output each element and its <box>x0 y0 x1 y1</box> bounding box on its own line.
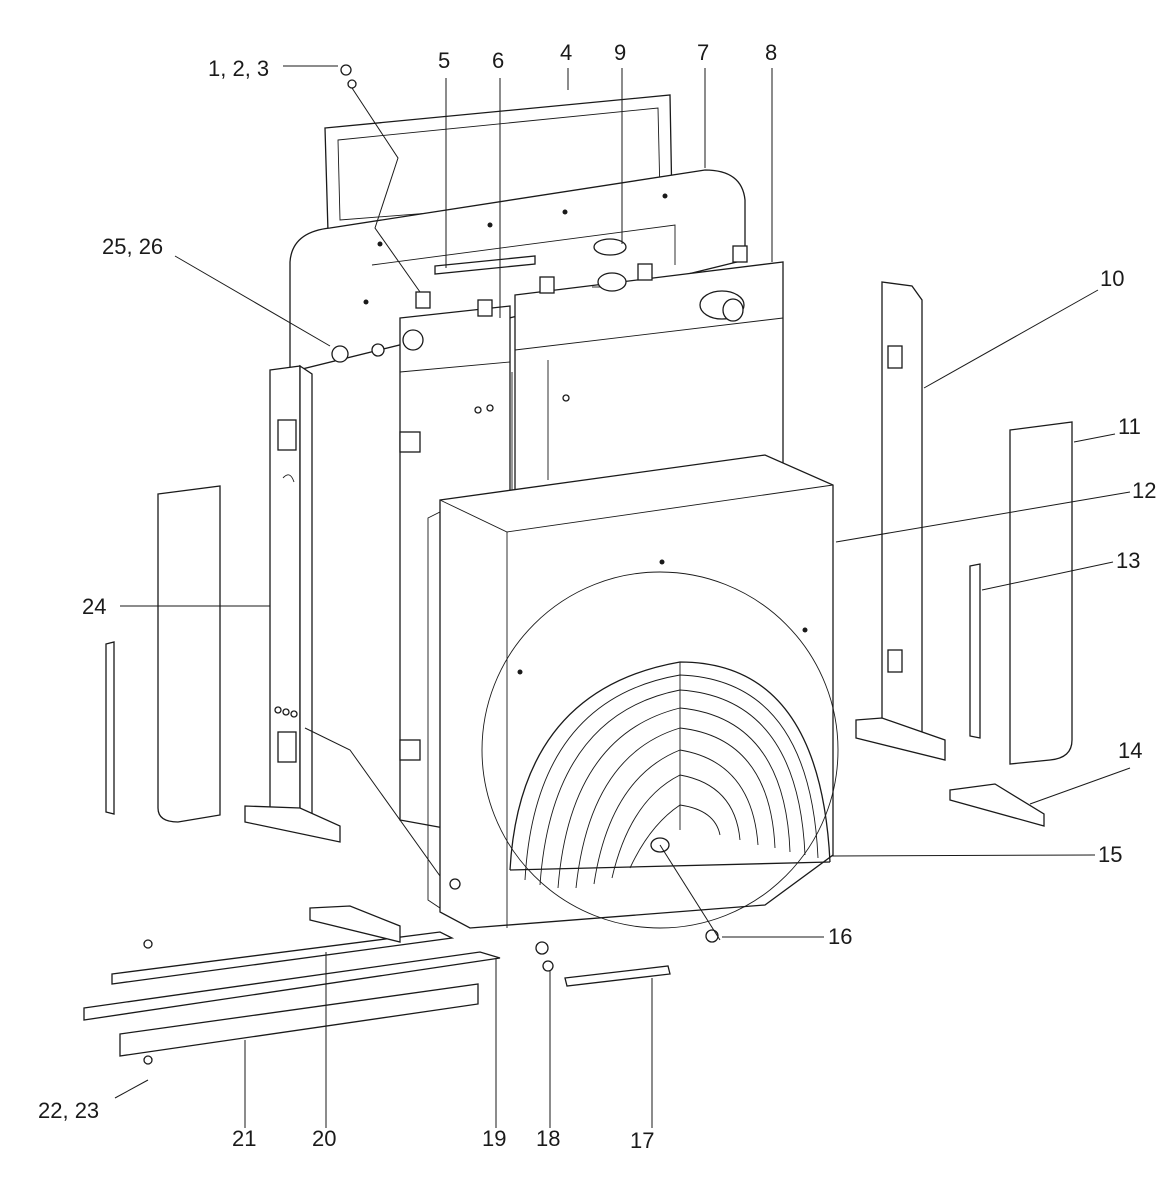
callout-14: 14 <box>1118 738 1142 763</box>
upright-part-10 <box>855 281 946 761</box>
callout-8: 8 <box>765 40 777 65</box>
callout-1-2-3: 1, 2, 3 <box>208 56 269 81</box>
callout-16: 16 <box>828 924 852 949</box>
tube-part-5 <box>434 255 536 275</box>
pad-part-14 <box>949 783 1045 827</box>
callout-19: 19 <box>482 1126 506 1151</box>
callout-20: 20 <box>312 1126 336 1151</box>
upright-part-24 <box>244 364 341 843</box>
callout-24: 24 <box>82 594 106 619</box>
callout-15: 15 <box>1098 842 1122 867</box>
fan-guard-part-15 <box>509 661 831 889</box>
callout-21: 21 <box>232 1126 256 1151</box>
callout-11: 11 <box>1118 414 1141 439</box>
left-cover-panel <box>157 485 221 823</box>
cover-panel-part-11 <box>1009 421 1073 765</box>
callout-7: 7 <box>697 40 709 65</box>
left-strip <box>105 641 115 815</box>
callout-4: 4 <box>560 40 572 65</box>
rod-part-17 <box>564 965 671 987</box>
filler-cap-part-9 <box>592 238 627 292</box>
callout-17: 17 <box>630 1128 654 1153</box>
leader-lines <box>114 65 1131 1128</box>
callout-5: 5 <box>438 48 450 73</box>
strip-part-13 <box>969 563 981 739</box>
callout-18: 18 <box>536 1126 560 1151</box>
callout-22-23: 22, 23 <box>38 1098 99 1123</box>
callout-10: 10 <box>1100 266 1124 291</box>
radiator-core-part-8 <box>511 245 784 501</box>
callout-labels: 1, 2, 3 4 5 6 7 8 9 10 11 12 13 14 15 16… <box>38 40 1156 1153</box>
callout-6: 6 <box>492 48 504 73</box>
callout-25-26: 25, 26 <box>102 234 163 259</box>
callout-12: 12 <box>1132 478 1156 503</box>
callout-13: 13 <box>1116 548 1140 573</box>
fan-shroud-part-12 <box>427 454 839 929</box>
callout-9: 9 <box>614 40 626 65</box>
bottom-rails-parts-19-21 <box>83 905 501 1057</box>
